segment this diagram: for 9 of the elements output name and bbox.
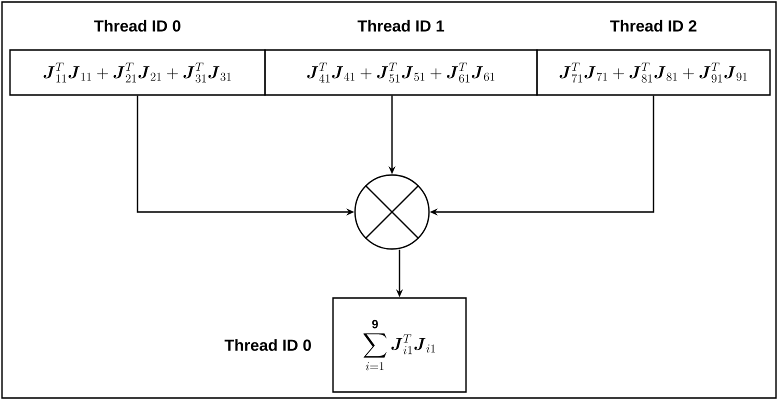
formula-box: $\sum_{i=1}^{\mathbf{9}}\boldsymbol{J}_{i1}^{T}\boldsymbol{J}_{i1}$ xyxy=(332,297,467,393)
thread-label: Thread ID 0 xyxy=(94,20,180,32)
formula-box: $\boldsymbol{J}_{11}^{T}\boldsymbol{J}_{11}+\boldsymbol{J}_{21}^{T}\boldsymbol{J}_{21}+\boldsymbol{J}_{31}^{T}\boldsymbol{J}_{31}$ xyxy=(9,49,266,96)
thread-label: Thread ID 0 xyxy=(224,339,311,351)
multiplier-symbol xyxy=(354,174,430,250)
thread-label: Thread ID 1 xyxy=(358,20,444,32)
thread-label: Thread ID 2 xyxy=(610,20,696,32)
formula-box: $\boldsymbol{J}_{71}^{T}\boldsymbol{J}_{71}+\boldsymbol{J}_{81}^{T}\boldsymbol{J}_{81}+\boldsymbol{J}_{91}^{T}\boldsymbol{J}_{91}$ xyxy=(536,49,771,96)
formula-box: $\boldsymbol{J}_{41}^{T}\boldsymbol{J}_{41}+\boldsymbol{J}_{51}^{T}\boldsymbol{J}_{51}+\boldsymbol{J}_{61}^{T}\boldsymbol{J}_{61}$ xyxy=(264,49,538,96)
